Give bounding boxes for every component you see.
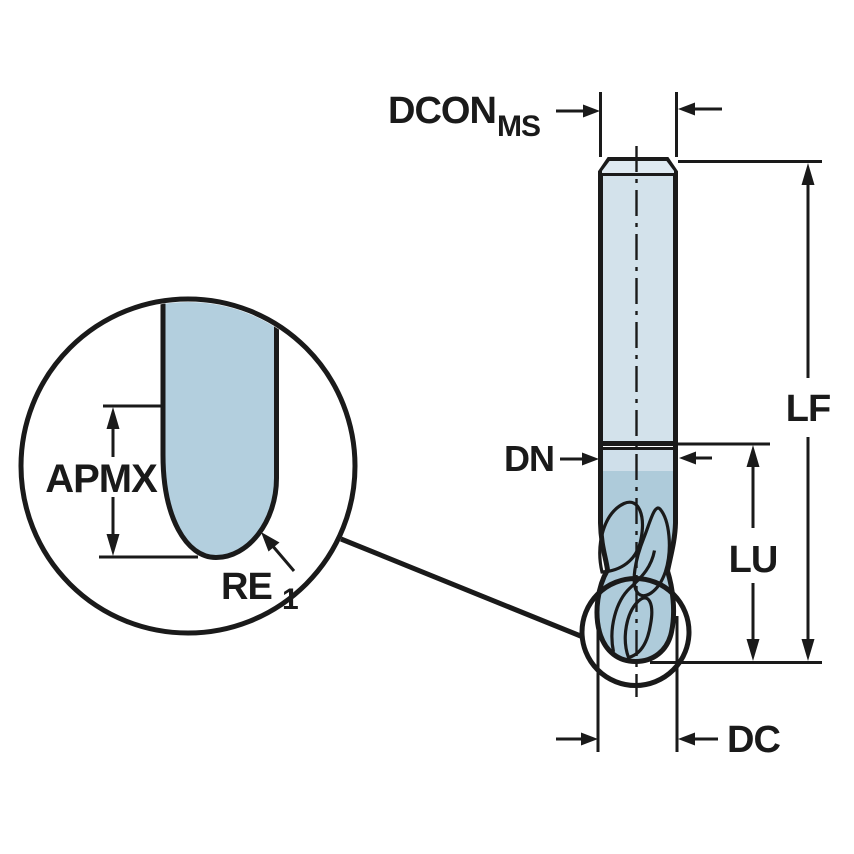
ball-tip-flute: [623, 596, 654, 660]
neck: [602, 447, 674, 472]
ball-flute-curve: [610, 550, 657, 653]
arrowhead-up-icon: [746, 445, 760, 467]
magnifier-circle: [18, 296, 358, 636]
dimension-lu: LU: [678, 442, 778, 661]
arrowhead-right-icon: [582, 452, 599, 466]
callout-connector-line: [340, 536, 584, 640]
arrowhead-left-icon: [679, 451, 696, 465]
arrowhead-upleft-icon: [261, 532, 280, 552]
label-lf: LF: [786, 388, 830, 430]
label-re-subscript: 1: [282, 583, 298, 616]
arrowhead-down-icon: [106, 534, 120, 556]
magnified-view: APMX RE 1: [18, 296, 358, 636]
tool-body: [594, 146, 678, 697]
dimension-dn: DN: [504, 438, 712, 479]
arrowhead-up-icon: [801, 163, 815, 185]
magnified-tip-outline: [160, 302, 279, 561]
arrowhead-left-icon: [678, 102, 695, 116]
dimension-apmx: APMX: [45, 404, 198, 559]
label-apmx: APMX: [45, 457, 158, 501]
dimension-dc: DC: [556, 616, 781, 761]
dimension-re1: RE 1: [221, 532, 299, 616]
arrowhead-left-icon: [678, 732, 695, 746]
dimension-lf: LF: [650, 160, 831, 664]
label-dc: DC: [727, 719, 780, 761]
arrowhead-right-icon: [581, 732, 598, 746]
label-dconms-subscript: MS: [497, 110, 540, 143]
label-re: RE: [221, 566, 272, 608]
label-dn: DN: [504, 438, 554, 479]
arrowhead-up-icon: [106, 407, 120, 429]
leader-line: [269, 543, 296, 572]
label-lu: LU: [729, 539, 778, 581]
magnified-tip: [163, 302, 277, 558]
shank: [598, 157, 678, 446]
ball-detail-circle: [579, 576, 692, 688]
arrowhead-right-icon: [583, 104, 600, 118]
shank-chamfer-face: [602, 161, 674, 173]
arrowhead-down-icon: [746, 639, 760, 661]
dimension-dconms: DCON MS: [388, 90, 722, 157]
label-dconms: DCON: [388, 90, 496, 132]
arrowhead-down-icon: [801, 639, 815, 661]
